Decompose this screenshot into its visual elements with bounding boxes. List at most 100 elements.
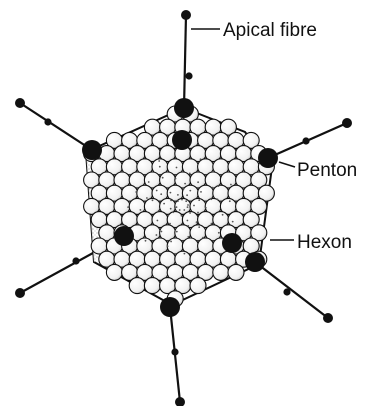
fibre-knob [342,118,352,128]
hexon-sphere [228,264,244,280]
shading-dot [197,181,199,183]
shading-dot [186,194,188,196]
fibre-knob [181,10,191,20]
fibre-bead [44,118,51,125]
shading-dot [198,199,200,201]
shading-dot [156,190,158,192]
shading-dot [229,200,231,202]
hexon-spheres [82,98,278,317]
penton-sphere [222,233,242,253]
shading-dot [217,199,219,201]
shading-dot [189,173,191,175]
hexon-sphere [190,278,206,294]
fibre-bead [302,137,309,144]
shading-dot [170,241,172,243]
shading-dot [170,192,172,194]
shading-dot [127,206,129,208]
shading-dot [146,197,148,199]
hexon-sphere [129,278,145,294]
fibre-line [255,262,328,318]
shading-dot [157,220,159,222]
shading-dot [202,237,204,239]
fibre-bead [72,257,79,264]
shading-dot [140,209,142,211]
shading-dot [189,190,191,192]
shading-dot [193,205,195,207]
penton-sphere [114,226,134,246]
shading-dot [187,204,189,206]
shading-dot [222,214,224,216]
shading-dot [177,200,179,202]
shading-dot [148,181,150,183]
shading-dot [169,223,171,225]
shading-dot [187,220,189,222]
shading-dot [158,160,160,162]
shading-dot [181,199,183,201]
shading-dot [161,231,163,233]
shading-dot [172,211,174,213]
penton-sphere [245,252,265,272]
penton-pointer [279,162,295,167]
shading-dot [184,253,186,255]
penton-sphere [172,130,192,150]
shading-dot [232,221,234,223]
shading-dot [163,203,165,205]
fibre-line [184,15,186,108]
shading-dot [175,178,177,180]
shading-dot [218,185,220,187]
shading-dot [218,232,220,234]
shading-dot [167,215,169,217]
shading-dot [200,191,202,193]
hexon-sphere [144,278,160,294]
shading-dot [185,200,187,202]
shading-dot [210,198,212,200]
shading-dot [187,236,189,238]
apical-fibre-label: Apical fibre [223,21,317,40]
shading-dot [200,158,202,160]
hexon-label: Hexon [297,233,352,252]
shading-dot [177,194,179,196]
shading-dot [189,212,191,214]
penton-label: Penton [297,161,357,180]
shading-dot [212,187,214,189]
fibre-bead [171,348,178,355]
shading-dot [187,225,189,227]
shading-dot [167,245,169,247]
penton-sphere [160,297,180,317]
shading-dot [170,208,172,210]
shading-dot [183,209,185,211]
shading-dot [156,234,158,236]
shading-dot [176,231,178,233]
shading-dot [145,240,147,242]
shading-dot [184,183,186,185]
fibre-knob [15,288,25,298]
hexon-sphere [213,264,229,280]
penton-sphere [258,148,278,168]
shading-dot [212,171,214,173]
shading-dot [181,215,183,217]
shading-dot [205,207,207,209]
shading-dot [152,199,154,201]
fibre-bead [283,288,290,295]
hexon-sphere [106,264,122,280]
shading-dot [170,200,172,202]
shading-dot [176,206,178,208]
shading-dot [158,210,160,212]
penton-sphere [82,140,102,160]
shading-dot [196,221,198,223]
shading-dot [197,212,199,214]
shading-dot [230,184,232,186]
shading-dot [162,177,164,179]
shading-dot [187,206,189,208]
shading-dot [211,223,213,225]
shading-dot [198,226,200,228]
fibre-knob [15,98,25,108]
penton-sphere [174,98,194,118]
shading-dot [135,191,137,193]
shading-dot [179,209,181,211]
fibre-knob [175,397,185,406]
fibre-bead [185,72,192,79]
shading-dot [159,166,161,168]
fibre-line [20,103,92,150]
